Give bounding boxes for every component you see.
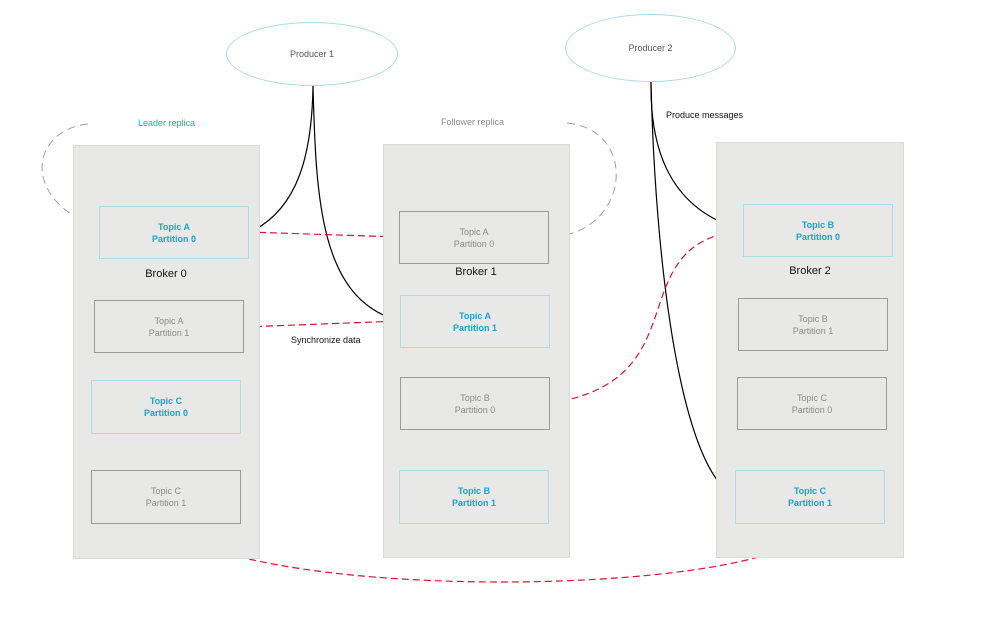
broker-1-partition: Topic B Partition 0: [400, 377, 550, 430]
broker-1-partition: Topic B Partition 1: [399, 470, 549, 524]
synchronize-data-label: Synchronize data: [291, 335, 361, 345]
partition-number: Partition 1: [148, 327, 190, 338]
partition-number: Partition 0: [453, 238, 495, 249]
partition-number: Partition 0: [143, 408, 188, 418]
follower-replica-label: Follower replica: [441, 117, 505, 127]
partition-number: Partition 0: [151, 233, 196, 244]
broker-0-partition: Topic A Partition 0: [99, 206, 249, 259]
broker-0-label: Broker 0: [145, 268, 187, 280]
broker-2-partition: Topic C Partition 0: [737, 377, 887, 430]
broker-0-partition: Topic C Partition 1: [91, 470, 241, 524]
broker-2-partition: Topic C Partition 1: [735, 470, 885, 524]
partition-topic: Topic C: [149, 396, 183, 406]
broker-2-partition: Topic B Partition 1: [738, 298, 888, 351]
partition-number: Partition 0: [791, 404, 833, 415]
partition-number: Partition 0: [795, 231, 840, 242]
producer-2-label: Producer 2: [628, 43, 673, 53]
sync-topica-p0-arrow: [247, 228, 400, 241]
broker-0-partition: Topic A Partition 1: [94, 300, 244, 353]
broker-2-partition: Topic B Partition 0: [743, 204, 893, 257]
leader-replica-label: Leader replica: [138, 118, 196, 128]
broker-2-label: Broker 2: [789, 265, 831, 277]
partition-number: Partition 0: [454, 404, 496, 415]
partition-topic: Topic C: [793, 486, 827, 496]
broker-0-partition: Topic C Partition 0: [91, 380, 241, 434]
partition-topic: Topic B: [801, 219, 835, 230]
produce-messages-label: Produce messages: [666, 110, 744, 120]
broker-1-partition: Topic A Partition 0: [399, 211, 549, 264]
partition-topic: Topic C: [796, 392, 827, 403]
partition-topic: Topic B: [798, 313, 828, 324]
producer2-to-b2-topicc-p1-arrow: [650, 81, 736, 497]
partition-topic: Topic C: [150, 486, 181, 496]
partition-number: Partition 1: [451, 498, 496, 508]
partition-topic: Topic B: [457, 486, 491, 496]
partition-topic: Topic A: [459, 226, 489, 237]
partition-number: Partition 1: [792, 325, 834, 336]
sync-topica-p1-arrow: [243, 317, 401, 331]
broker-1: [383, 144, 570, 558]
producer-1: Producer 1: [226, 22, 398, 86]
broker-1-label: Broker 1: [455, 266, 497, 278]
partition-topic: Topic B: [460, 392, 490, 403]
partition-number: Partition 1: [452, 322, 497, 333]
producer1-to-b0-topica-p0-arrow: [247, 85, 314, 234]
partition-topic: Topic A: [158, 221, 190, 232]
broker-1-partition: Topic A Partition 1: [400, 295, 550, 348]
producer-2: Producer 2: [565, 14, 736, 82]
partition-number: Partition 1: [145, 498, 187, 508]
sync-topicb-p0-arrow: [550, 230, 736, 406]
partition-number: Partition 1: [787, 498, 832, 508]
partition-topic: Topic A: [154, 315, 184, 326]
partition-topic: Topic A: [459, 310, 491, 321]
producer-1-label: Producer 1: [289, 49, 335, 59]
